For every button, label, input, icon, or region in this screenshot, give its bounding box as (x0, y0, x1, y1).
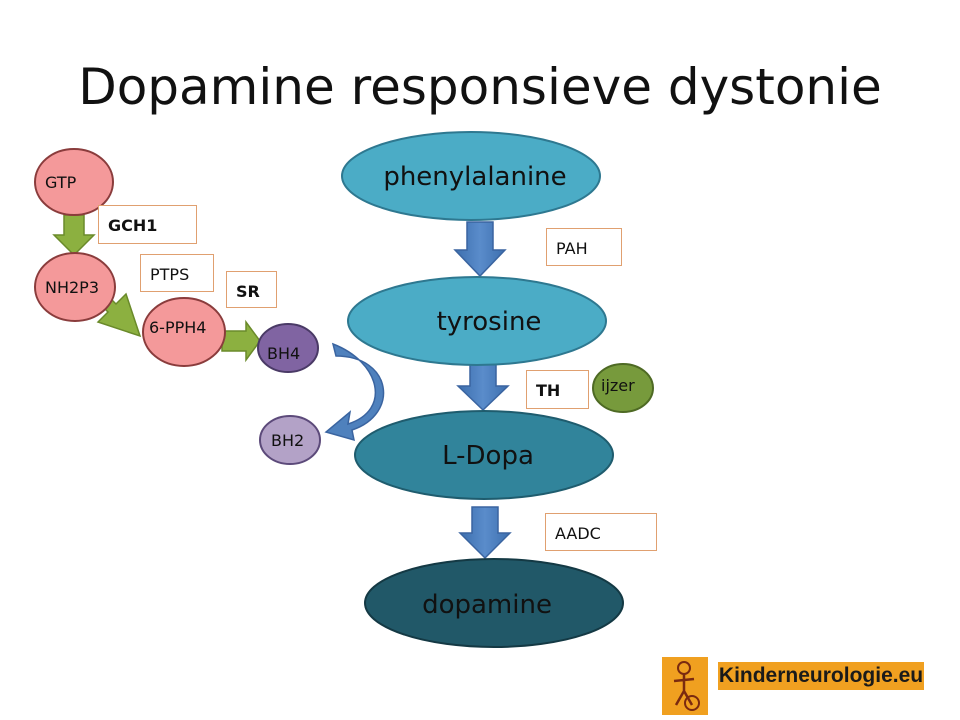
arrow-tyrosine-to-ldopa (456, 363, 510, 412)
node-phenylalanine-label: phenylalanine (383, 162, 566, 192)
enzyme-label-th: TH (526, 370, 589, 409)
enzyme-label-sr: SR (226, 271, 277, 308)
enzyme-label-pah: PAH (546, 228, 622, 266)
arrow-gtp-to-nh2p3 (52, 214, 96, 257)
node-nh2p3: NH2P3 (34, 252, 116, 322)
node-ijzer: ijzer (592, 363, 654, 413)
arrow-phenylalanine-to-tyrosine (453, 221, 507, 278)
node-ijzer-label: ijzer (601, 376, 635, 395)
arrow-6pph4-to-bh4 (221, 319, 261, 363)
node-6-pph4-label: 6-PPH4 (149, 318, 206, 337)
arrow-ldopa-to-dopamine (458, 506, 512, 560)
node-phenylalanine: phenylalanine (341, 131, 601, 221)
node-tyrosine: tyrosine (347, 276, 607, 366)
enzyme-label-ptps: PTPS (140, 254, 214, 292)
site-logo: Kinderneurologie.eu (662, 657, 924, 715)
node-dopamine: dopamine (364, 558, 624, 648)
node-l-dopa: L-Dopa (354, 410, 614, 500)
node-tyrosine-label: tyrosine (437, 307, 542, 337)
node-dopamine-label: dopamine (422, 590, 552, 620)
enzyme-label-gch1: GCH1 (98, 205, 197, 244)
node-bh4: BH4 (257, 323, 319, 373)
node-l-dopa-label: L-Dopa (442, 441, 534, 471)
slide-title: Dopamine responsieve dystonie (78, 58, 882, 116)
node-6-pph4: 6-PPH4 (142, 297, 226, 367)
child-figure-icon (662, 657, 708, 715)
node-gtp: GTP (34, 148, 114, 216)
node-nh2p3-label: NH2P3 (45, 278, 99, 297)
enzyme-label-aadc: AADC (545, 513, 657, 551)
node-bh2: BH2 (259, 415, 321, 465)
node-bh4-label: BH4 (267, 344, 300, 363)
node-bh2-label: BH2 (271, 431, 304, 450)
logo-text: Kinderneurologie.eu (718, 662, 924, 690)
curved-arrow-bh4-to-bh2 (324, 342, 385, 442)
node-gtp-label: GTP (45, 173, 77, 192)
